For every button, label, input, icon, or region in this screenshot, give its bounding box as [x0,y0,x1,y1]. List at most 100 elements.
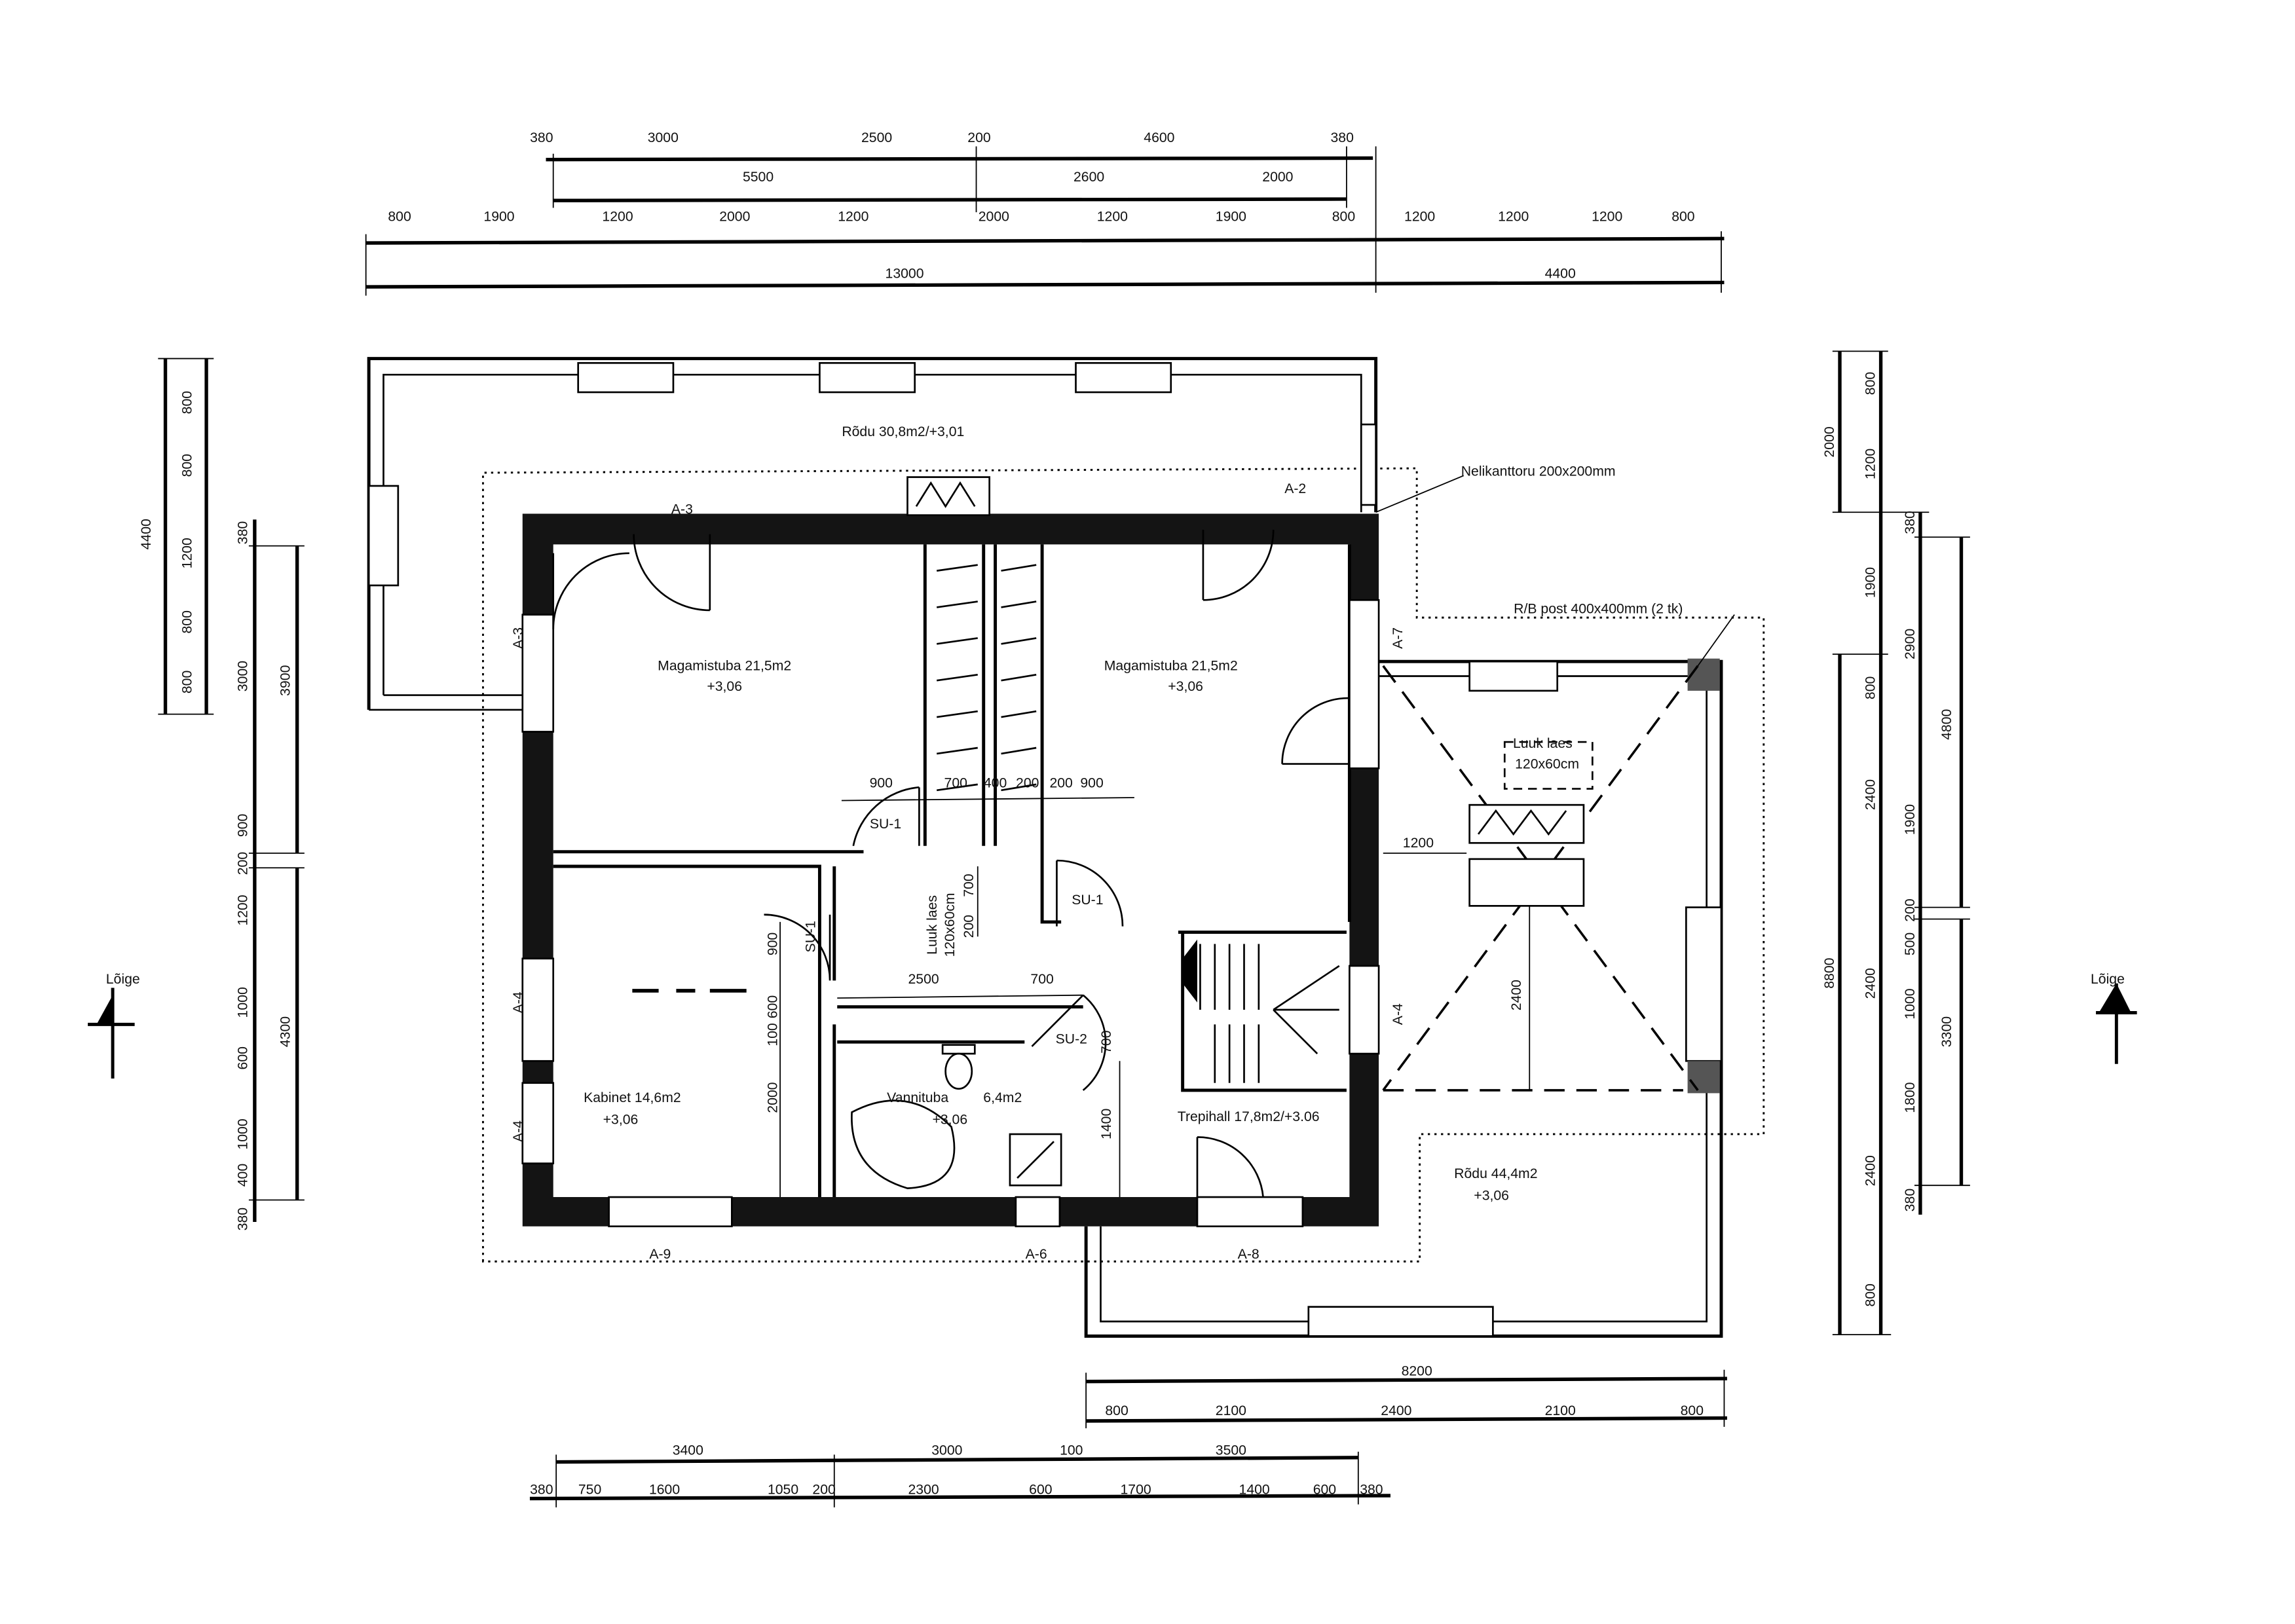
dimension-label: 200 [967,130,990,145]
dimension-label: 200 [236,852,251,875]
doors [552,530,1349,1198]
dimension-label: 1200 [1863,449,1878,479]
dimension-label: 3900 [278,665,293,696]
section-markers [88,475,2137,1079]
dimension-label: 380 [236,1208,251,1230]
dimension-label: 800 [1863,372,1878,395]
shower-icon [1009,1133,1062,1187]
dimension-label: 100 [766,1023,781,1046]
dimension-label: 1900 [483,210,514,225]
dimension-label: 1200 [1592,210,1622,225]
dimension-label: 2300 [908,1483,939,1498]
dimension-label: 700 [944,775,967,790]
dimension-label: 800 [180,391,195,414]
dimension-label: 4800 [1939,709,1954,740]
dimension-label: 2900 [1903,629,1918,659]
dimension-label: 1900 [1216,210,1246,225]
post-icon [1687,658,1720,691]
dimension-label: 750 [578,1483,601,1498]
dimension-label: 2000 [979,210,1009,225]
room-level: +3,06 [707,679,742,694]
dimension-label: 2000 [1822,426,1837,457]
dimension-label: 1200 [236,895,251,925]
axis-label: A-9 [649,1247,671,1262]
dimension-label: 700 [1099,1030,1114,1053]
axis-label: A-8 [1238,1247,1259,1262]
room-label-rodu-north: Rõdu 30,8m2/+3,01 [842,424,964,439]
stair-arrow-icon [1182,939,1197,1003]
hatch-label: Luuk laes [925,895,940,955]
dimension-label: 2400 [1863,779,1878,810]
dimension-label: 800 [1681,1403,1704,1418]
axis-label: A-6 [1026,1247,1047,1262]
dimension-label: 1000 [236,1118,251,1149]
axis-label: A-4 [511,1120,526,1142]
dimension-label: 2400 [1863,1155,1878,1186]
dimension-label: 800 [1332,210,1355,225]
dimension-label: 100 [1060,1443,1083,1458]
axis-label: A-3 [671,502,693,517]
main-walls [521,476,1585,1228]
post-note: R/B post 400x400mm (2 tk) [1514,601,1683,616]
dimension-label: 3000 [648,130,679,145]
dimension-label: 4600 [1144,130,1174,145]
dimension-label: 800 [1671,210,1694,225]
dimension-label: 1000 [1903,988,1918,1019]
dimension-label: 1200 [1404,210,1435,225]
dimension-label: 2100 [1545,1403,1576,1418]
room-level: +3,06 [1168,679,1203,694]
dimension-label: 1200 [602,210,633,225]
hatch-size: 120x60cm [1515,756,1579,771]
dimension-label: 800 [388,210,411,225]
door-label: SU-1 [1072,893,1103,908]
dimension-label: 380 [1903,1189,1918,1211]
dimension-label: 2400 [1381,1403,1411,1418]
dimension-label: 2500 [908,972,939,987]
dimension-label: 600 [1313,1483,1336,1498]
dimension-label: 8200 [1402,1364,1432,1379]
dimension-label: 2400 [1863,968,1878,999]
chimney-icon [1468,803,1585,844]
dimension-label: 700 [1030,972,1053,987]
dimension-lines [158,146,1970,1507]
dimension-label: 2100 [1216,1403,1246,1418]
dimension-label: 800 [180,454,195,477]
dimension-label: 1400 [1239,1483,1270,1498]
dimension-label: 800 [180,671,195,693]
dimension-label: 380 [1360,1483,1383,1498]
hatch-size: 120x60cm [942,893,958,957]
dimension-label: 600 [236,1046,251,1069]
dimension-label: 1200 [838,210,868,225]
dimension-label: 5500 [743,170,774,185]
dimension-label: 800 [180,610,195,633]
dimension-label: 4400 [139,519,154,549]
dimension-label: 200 [1016,775,1039,790]
dimension-label: 700 [961,874,977,896]
axis-label: A-4 [1390,1003,1406,1025]
dimension-label: 800 [1105,1403,1128,1418]
door-label: SU-1 [804,921,819,952]
dimension-label: 1400 [1099,1109,1114,1139]
dimension-label: 380 [530,130,553,145]
dimension-label: 400 [236,1164,251,1187]
dimension-label: 800 [1863,676,1878,699]
dimension-label: 2000 [719,210,750,225]
hatch-label: Luuk laes [1513,736,1573,751]
axis-label: A-2 [1284,481,1306,496]
room-label-vannituba: Vannituba [887,1090,948,1105]
room-label-kabinet: Kabinet 14,6m2 [584,1090,681,1105]
post-icon [1687,1061,1720,1094]
top-balcony [367,357,1378,711]
dimension-label: 600 [766,995,781,1018]
dimension-label: 1900 [1863,567,1878,598]
section-label: Lõige [2091,972,2125,987]
dimension-label: 400 [984,775,1007,790]
dimension-label: 600 [1029,1483,1052,1498]
axis-label: A-7 [1390,627,1406,649]
dimension-label: 380 [1903,511,1918,534]
dimension-label: 2000 [1262,170,1293,185]
dimension-label: 13000 [886,267,924,282]
dimension-label: 2400 [1509,980,1524,1010]
dimension-label: 380 [1331,130,1354,145]
